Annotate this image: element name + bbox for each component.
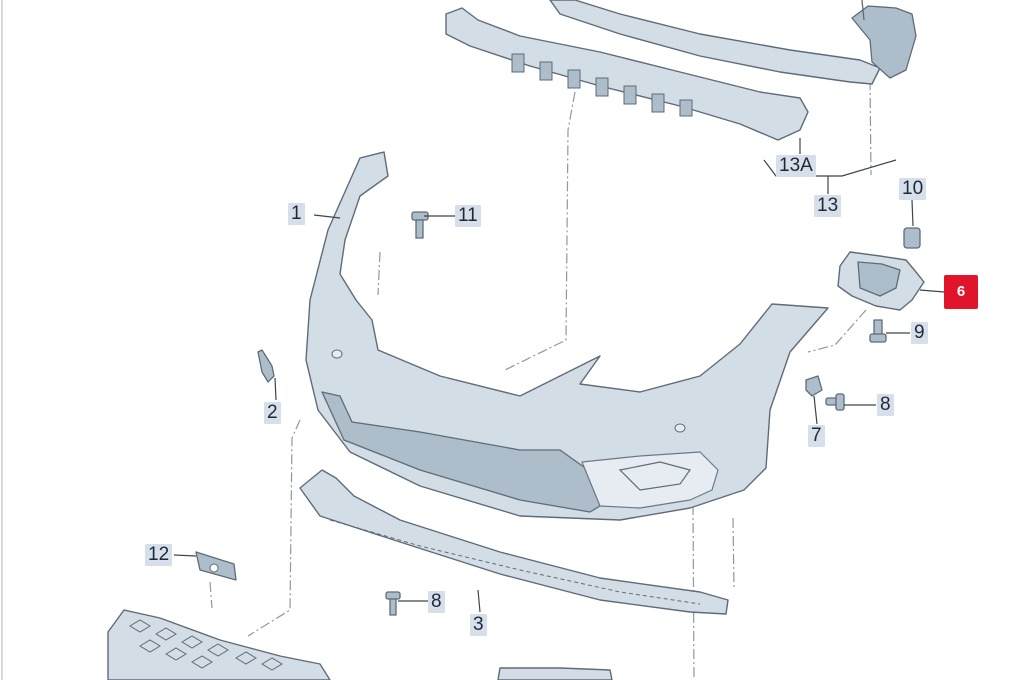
callout-9: 9 <box>911 322 928 344</box>
lower-grille <box>107 609 331 680</box>
callout-10: 10 <box>899 178 927 200</box>
nut-part-10 <box>903 227 921 249</box>
callout-7: 7 <box>808 425 825 447</box>
lower-spoiler <box>299 469 729 615</box>
callout-13: 13 <box>814 195 842 217</box>
callout-1: 1 <box>288 203 305 225</box>
screw-part-8-lower <box>385 591 401 616</box>
energy-absorber <box>445 7 809 141</box>
screw-part-9 <box>869 319 887 343</box>
callout-2: 2 <box>264 402 281 424</box>
callout-3: 3 <box>470 614 487 636</box>
clip-part <box>257 349 275 383</box>
screw-part-8-right <box>825 393 845 411</box>
callout-11: 11 <box>455 205 481 227</box>
assembly-guide-lines <box>209 79 872 680</box>
callout-8-lower: 8 <box>428 591 445 613</box>
callout-13a: 13A <box>776 155 816 177</box>
lower-trim-fragment <box>497 667 613 680</box>
clip-bracket <box>805 375 823 397</box>
callout-6-highlighted: 6 <box>944 275 978 309</box>
screw-part-11 <box>411 211 429 239</box>
bumper-cover <box>305 151 829 521</box>
callout-12: 12 <box>145 544 173 566</box>
bumper-bracket <box>837 251 925 311</box>
callout-8-right: 8 <box>877 394 894 416</box>
impact-bar <box>549 0 917 85</box>
